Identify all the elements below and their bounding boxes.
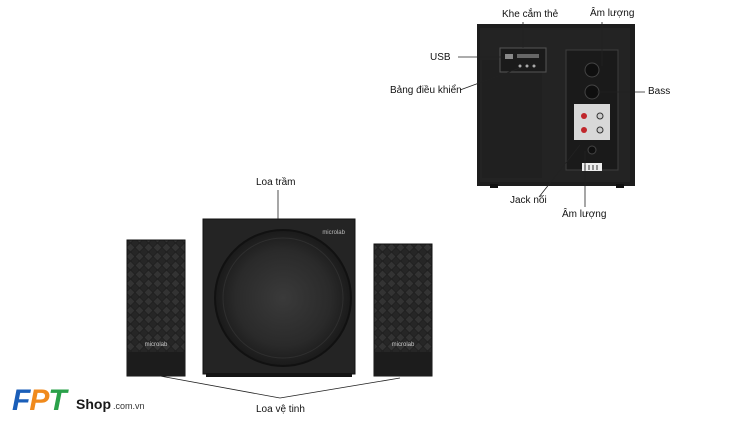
label-volume-top: Âm lượng	[590, 8, 635, 19]
right-satellite-speaker: microlab	[373, 243, 433, 377]
logo-domain-text: .com.vn	[113, 401, 145, 411]
logo-letter-t: T	[48, 384, 66, 417]
logo-shop-text: Shop	[76, 396, 111, 412]
subwoofer-rear-view	[477, 24, 635, 188]
logo-letter-f: F	[12, 384, 30, 417]
svg-text:microlab: microlab	[322, 230, 345, 236]
left-satellite-speaker: microlab	[126, 239, 186, 377]
label-control-panel: Bảng điều khiển	[390, 85, 462, 96]
label-card-slot: Khe cắm thẻ	[502, 9, 559, 20]
callout-lines	[159, 22, 645, 399]
fpt-wordmark: FPT	[12, 384, 67, 418]
svg-text:microlab: microlab	[145, 342, 168, 348]
label-jack: Jack nối	[510, 195, 547, 206]
label-usb: USB	[430, 52, 451, 63]
svg-text:microlab: microlab	[392, 342, 415, 348]
label-subwoofer: Loa trầm	[256, 177, 296, 188]
logo-letter-p: P	[29, 384, 49, 417]
label-bass: Bass	[648, 86, 671, 97]
subwoofer-front: microlab	[202, 218, 356, 377]
label-volume-bottom: Âm lượng	[562, 209, 607, 220]
label-satellite-speakers: Loa vệ tinh	[256, 404, 305, 415]
